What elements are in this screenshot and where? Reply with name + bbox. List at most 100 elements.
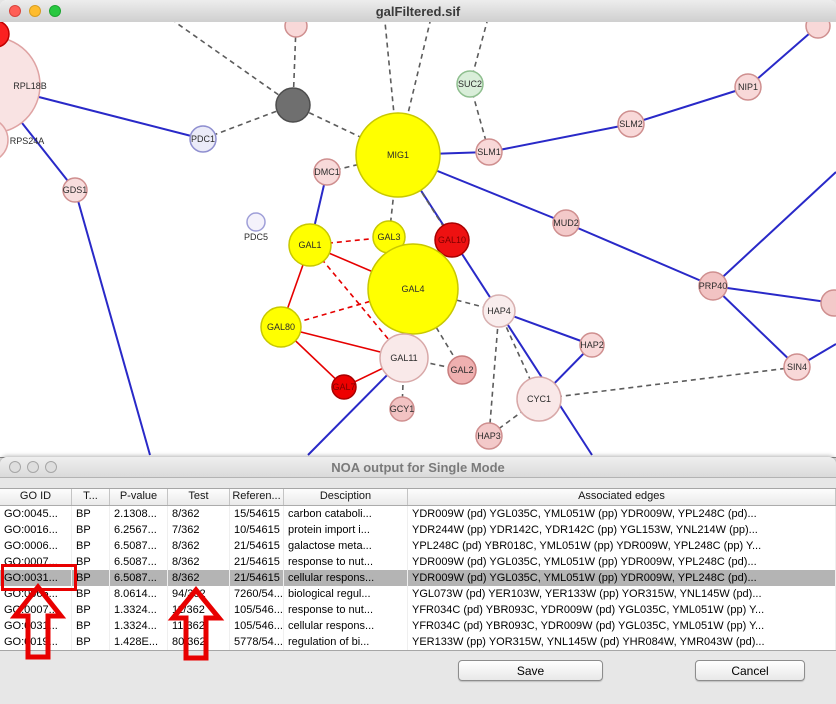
edge-gal4-gal2[interactable] — [412, 288, 463, 371]
cell-edges: YDR009W (pd) YGL035C, YML051W (pp) YDR00… — [408, 506, 836, 522]
traffic-lights — [9, 0, 61, 22]
cell-p_value: 1.3324... — [110, 618, 168, 634]
node-label-sin4: SIN4 — [787, 362, 807, 372]
column-header-edges[interactable]: Associated edges — [408, 489, 836, 505]
edge-nip1-topright[interactable] — [747, 25, 819, 88]
cell-reference: 7260/54... — [230, 586, 284, 602]
node-label-cyc1: CYC1 — [527, 394, 551, 404]
node-label-hap4: HAP4 — [487, 306, 511, 316]
node-cyc1[interactable] — [516, 376, 562, 422]
cell-type: BP — [72, 602, 110, 618]
node-nip1[interactable] — [734, 73, 762, 101]
column-header-test[interactable]: Test — [168, 489, 230, 505]
node-gal1[interactable] — [288, 223, 332, 267]
edge-gds1-offBL[interactable] — [74, 189, 151, 456]
node-pdc1[interactable] — [189, 125, 217, 153]
node-gray[interactable] — [275, 87, 311, 123]
noa-window-titlebar[interactable]: NOA output for Single Mode — [0, 457, 836, 478]
node-hap4[interactable] — [482, 294, 516, 328]
edge-hap4-hap3[interactable] — [488, 310, 500, 437]
node-rpl18b[interactable] — [0, 36, 41, 134]
save-button[interactable]: Save — [458, 660, 603, 681]
node-mig1[interactable] — [355, 112, 441, 198]
column-header-description[interactable]: Desciption — [284, 489, 408, 505]
cell-type: BP — [72, 618, 110, 634]
network-canvas[interactable]: RPL18BRPS24AGDS1PDC1DMC1MIG1SUC2SLM1SLM2… — [0, 22, 836, 456]
node-gcy1[interactable] — [389, 396, 415, 422]
cell-edges: YDR244W (pp) YDR142C, YDR142C (pp) YGL15… — [408, 522, 836, 538]
edge-prp40-sin4[interactable] — [712, 285, 798, 368]
cancel-button[interactable]: Cancel — [695, 660, 805, 681]
close-button[interactable] — [9, 5, 21, 17]
node-mud2[interactable] — [552, 209, 580, 237]
node-slm2[interactable] — [617, 110, 645, 138]
edge-prp40-msn[interactable] — [712, 285, 835, 304]
edge-hap4-cyc1[interactable] — [498, 310, 540, 400]
cell-test: 8/362 — [168, 538, 230, 554]
column-header-p_value[interactable]: P-value — [110, 489, 168, 505]
node-label-gal2: GAL2 — [450, 365, 473, 375]
edge-prp40-offR1[interactable] — [712, 171, 836, 287]
minimize-button[interactable] — [27, 461, 39, 473]
cell-p_value: 6.2567... — [110, 522, 168, 538]
cell-go_id: GO:0031... — [0, 618, 72, 634]
node-gal4[interactable] — [367, 243, 459, 335]
close-button[interactable] — [9, 461, 21, 473]
node-hap3[interactable] — [475, 422, 503, 450]
node-gds1[interactable] — [62, 177, 88, 203]
node-redcorner[interactable] — [0, 22, 10, 48]
node-label-nip1: NIP1 — [738, 82, 758, 92]
edge-slm2-nip1[interactable] — [630, 86, 749, 125]
node-gal80[interactable] — [260, 306, 302, 348]
node-rps24a[interactable] — [0, 118, 9, 162]
edge-cyc1-sin4[interactable] — [538, 366, 798, 400]
node-topright[interactable] — [805, 22, 831, 39]
node-pdc5[interactable] — [246, 212, 266, 232]
edge-mud2-prp40[interactable] — [565, 222, 714, 287]
edge-gray-offTL2[interactable] — [174, 22, 294, 106]
node-gal7[interactable] — [331, 374, 357, 400]
node-prp40[interactable] — [698, 271, 728, 301]
edge-gray-mig1[interactable] — [292, 104, 399, 156]
node-gal11[interactable] — [379, 333, 429, 383]
column-header-reference[interactable]: Referen... — [230, 489, 284, 505]
node-dmc1[interactable] — [313, 158, 341, 186]
column-header-type[interactable]: T... — [72, 489, 110, 505]
node-msn[interactable] — [820, 289, 836, 317]
cell-test: 7/362 — [168, 522, 230, 538]
node-gal2[interactable] — [447, 355, 477, 385]
node-sin4[interactable] — [783, 353, 811, 381]
node-suc2[interactable] — [456, 70, 484, 98]
node-gal10[interactable] — [434, 222, 470, 258]
node-label-rpl18b: RPL18B — [13, 81, 47, 91]
edge-slm1-slm2[interactable] — [488, 123, 632, 153]
zoom-button[interactable] — [45, 461, 57, 473]
edge-gray-pdc1[interactable] — [202, 104, 294, 140]
node-hap2[interactable] — [579, 332, 605, 358]
node-label-gal1: GAL1 — [298, 240, 321, 250]
cell-test: 8/362 — [168, 570, 230, 586]
node-slm1[interactable] — [475, 138, 503, 166]
network-window-titlebar[interactable]: galFiltered.sif — [0, 0, 836, 23]
column-header-go_id[interactable]: GO ID — [0, 489, 72, 505]
edge-gal1-gal11[interactable] — [309, 244, 405, 359]
zoom-button[interactable] — [49, 5, 61, 17]
cell-reference: 10/54615 — [230, 522, 284, 538]
node-label-mig1: MIG1 — [387, 150, 409, 160]
node-topnode[interactable] — [284, 22, 308, 38]
cell-reference: 21/54615 — [230, 538, 284, 554]
node-label-slm2: SLM2 — [619, 119, 643, 129]
minimize-button[interactable] — [29, 5, 41, 17]
